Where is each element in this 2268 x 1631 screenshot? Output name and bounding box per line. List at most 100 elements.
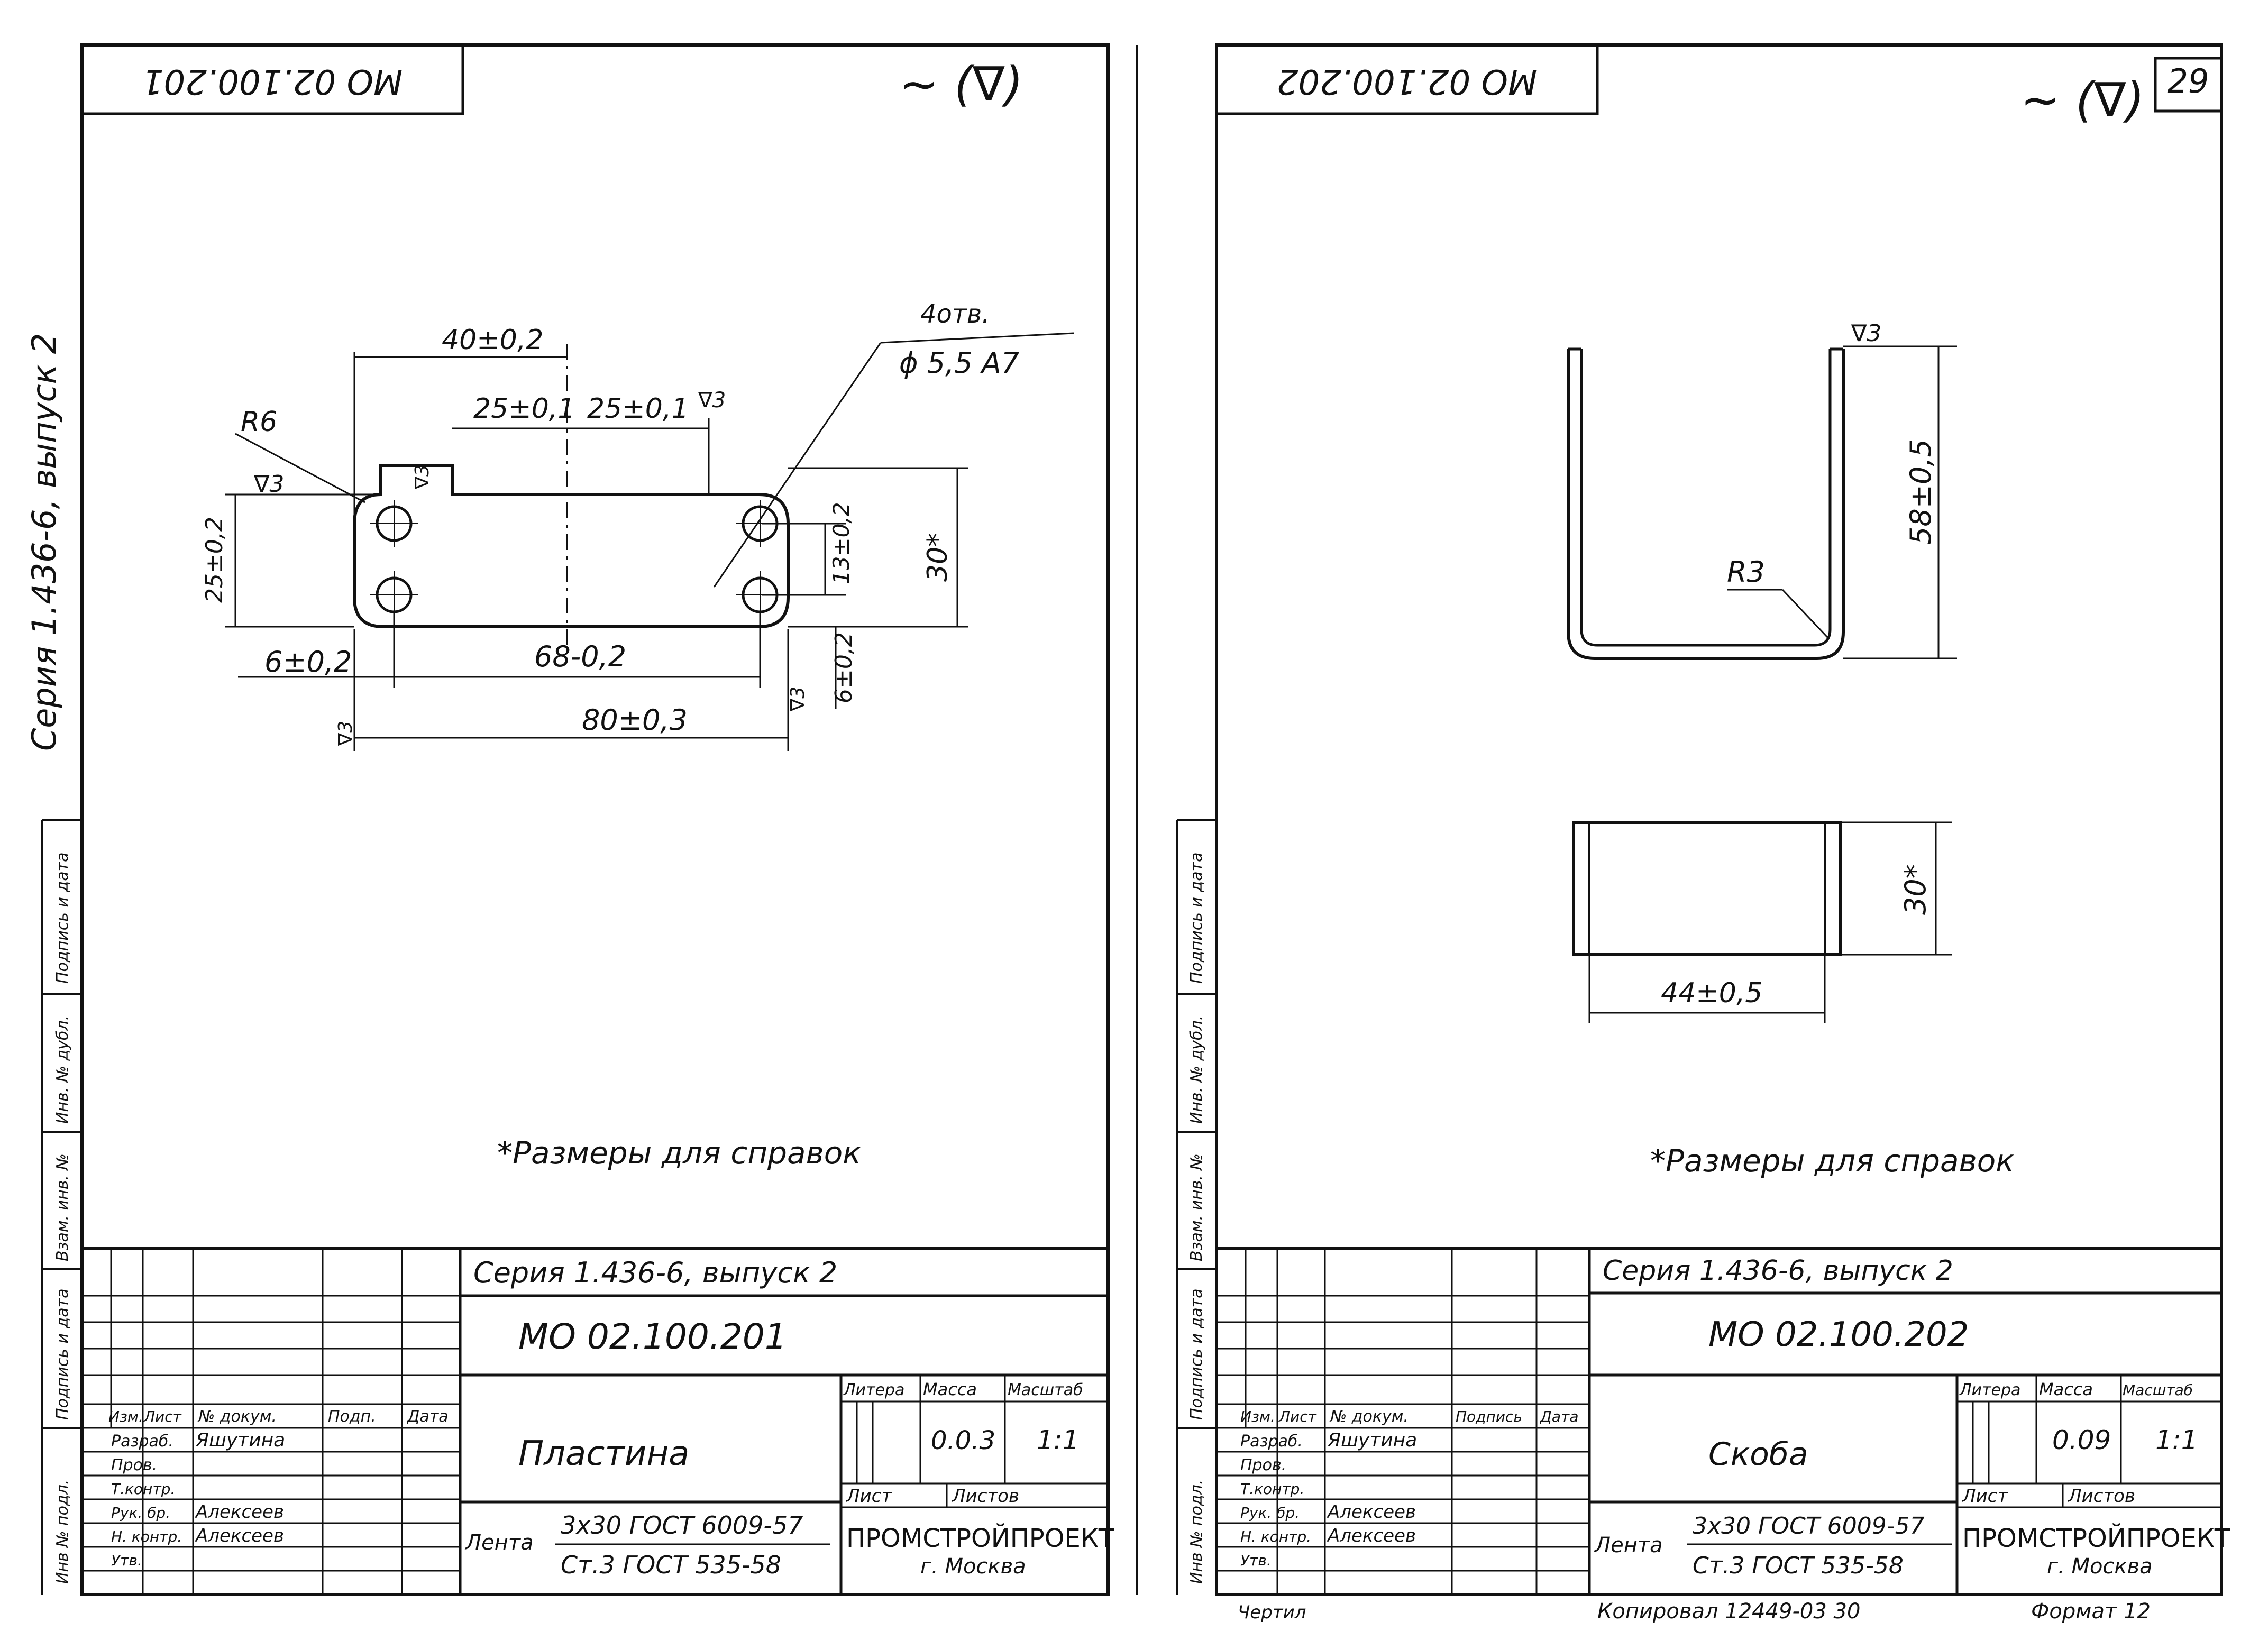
roughness-tri-bracket: ∇3	[1851, 320, 1881, 347]
bracket-side-view	[1572, 821, 1842, 956]
title-code: МО 02.100.202	[1708, 1315, 1969, 1354]
title-block-frame	[80, 1247, 1110, 1596]
title-series: Серия 1.436-6, выпуск 2	[473, 1256, 837, 1289]
dim-r6: R6	[241, 406, 277, 438]
sheet-number: 29	[2168, 62, 2209, 100]
margin-label-sign-date-top: Подпись и дата	[1187, 853, 1206, 984]
dim-6: 6±0,2	[264, 645, 352, 679]
title-series: Серия 1.436-6, выпуск 2	[1603, 1255, 1953, 1287]
role-norm-control: Н. контр.	[111, 1528, 182, 1545]
left-roughness-mark: ∼ (∇)	[899, 57, 1023, 112]
role-developer: Разраб.	[111, 1432, 173, 1451]
dim-40: 40±0,2	[442, 324, 543, 356]
dim-30: 30*	[922, 533, 954, 582]
bracket-drawing: 58±0,5 R3 30* 44±0,5 ∇3 *Размеры для спр…	[1567, 320, 2014, 1179]
margin-label-inv-orig: Инв № подл.	[53, 1480, 72, 1584]
dim-6-vertical: 6±0,2	[830, 632, 857, 703]
name-developer: Яшутина	[1327, 1430, 1417, 1451]
material-top: 3х30 ГОСТ 6009-57	[561, 1511, 803, 1540]
dim-25-vertical: 25±0,2	[201, 517, 228, 603]
bracket-outer	[1567, 349, 1845, 660]
organization: ПРОМСТРОЙПРОЕКТ	[846, 1523, 1114, 1553]
plate-outline	[353, 464, 790, 628]
left-corner-code-box	[80, 43, 464, 115]
margin-label-sign-date: Подпись и дата	[53, 1289, 72, 1421]
rev-header-change: Изм.	[1240, 1408, 1275, 1425]
mass-value: 0.0.3	[931, 1426, 995, 1455]
margin-label-dup-inv: Инв. № дубл.	[53, 1015, 72, 1124]
material-bottom: Ст.3 ГОСТ 535-58	[561, 1551, 781, 1579]
role-team-lead: Рук. бр.	[1240, 1504, 1300, 1522]
margin-label-dup-inv: Инв. № дубл.	[1187, 1015, 1206, 1124]
right-corner-code: МО 02.100.202	[1277, 61, 1537, 100]
plate-drawing: 40±0,2 25±0,1 25±0,1 R6 4отв. ϕ 5,5 A7 2…	[201, 299, 1074, 1171]
title-block-frame	[1215, 1247, 2223, 1596]
reference-dims-note: *Размеры для справок	[497, 1135, 861, 1171]
footer-format: Формат 12	[2031, 1599, 2151, 1624]
name-developer: Яшутина	[195, 1430, 285, 1451]
leader-line	[1781, 589, 1828, 638]
rev-header-sign: Подп.	[328, 1407, 376, 1426]
role-team-lead: Рук. бр.	[111, 1504, 170, 1522]
rev-header-date: Дата	[1539, 1408, 1579, 1425]
roughness-tri-5: ∇3	[787, 686, 809, 712]
rev-header-sheet: Лист	[143, 1408, 182, 1425]
margin-label-sign-date-top: Подпись и дата	[53, 853, 72, 984]
role-tech-control: Т.контр.	[1240, 1480, 1304, 1498]
margin-label-replace-inv: Взам. инв. №	[1187, 1153, 1206, 1261]
scale-value: 1:1	[2155, 1425, 2198, 1455]
left-sheet-frame	[80, 43, 1110, 1596]
dim-25-left: 25±0,1	[473, 393, 575, 425]
material-top: 3х30 ГОСТ 6009-57	[1693, 1513, 1925, 1540]
footer-drew: Чертил	[1238, 1602, 1306, 1623]
role-checker: Пров.	[1240, 1456, 1286, 1474]
footer-copied: Копировал 12449-03 30	[1597, 1599, 1860, 1624]
material-bottom: Ст.3 ГОСТ 535-58	[1693, 1552, 1904, 1579]
left-corner-code: МО 02.100.201	[142, 61, 403, 100]
sheet-number-box	[2154, 57, 2223, 113]
dim-r3: R3	[1727, 555, 1765, 589]
mass-value: 0.09	[2052, 1425, 2111, 1455]
holes-diameter: ϕ 5,5 A7	[899, 346, 1019, 380]
header-sheets: Листов	[951, 1486, 1019, 1507]
name-norm-control: Алексеев	[195, 1525, 284, 1546]
series-side-label: Серия 1.436-6, выпуск 2	[25, 333, 63, 751]
rev-header-sign: Подпись	[1456, 1408, 1522, 1425]
header-literal: Литера	[843, 1381, 904, 1399]
header-mass: Масса	[923, 1379, 977, 1399]
header-sheet: Лист	[1961, 1486, 2008, 1507]
dim-68: 68-0,2	[534, 640, 626, 673]
dim-13: 13±0,2	[828, 502, 854, 584]
margin-label-inv-orig: Инв № подл.	[1187, 1480, 1206, 1584]
scale-value: 1:1	[1037, 1425, 1079, 1455]
leader-line	[713, 342, 882, 588]
material-word: Лента	[464, 1531, 534, 1555]
name-norm-control: Алексеев	[1327, 1525, 1416, 1546]
rev-header-doc: № докум.	[197, 1407, 277, 1426]
roughness-tri-1: ∇3	[253, 471, 284, 498]
right-sheet-frame	[1215, 43, 2223, 1596]
holes-count: 4отв.	[920, 299, 990, 329]
bracket-inner	[1580, 349, 1832, 647]
header-literal: Литера	[1959, 1381, 2020, 1399]
dim-80: 80±0,3	[582, 703, 688, 737]
roughness-tri-4: ∇3	[335, 721, 356, 746]
right-roughness-mark: ∼ (∇)	[2020, 72, 2144, 128]
rev-header-doc: № докум.	[1329, 1407, 1409, 1426]
roughness-tri-3: ∇3	[411, 464, 433, 490]
organization-city: г. Москва	[2047, 1554, 2153, 1579]
rev-header-change: Изм.	[108, 1408, 143, 1425]
name-team-lead: Алексеев	[195, 1501, 284, 1523]
rev-header-date: Дата	[406, 1407, 449, 1426]
leader-line	[235, 433, 365, 503]
dim-25-right: 25±0,1	[587, 393, 689, 425]
right-corner-code-box	[1215, 43, 1599, 115]
margin-label-sign-date: Подпись и дата	[1187, 1289, 1206, 1421]
material-word: Лента	[1594, 1533, 1663, 1557]
role-approver: Утв.	[111, 1552, 142, 1569]
rev-header-sheet: Лист	[1278, 1408, 1317, 1425]
part-name: Пластина	[518, 1434, 689, 1473]
name-team-lead: Алексеев	[1327, 1501, 1416, 1523]
reference-dims-note: *Размеры для справок	[1650, 1143, 2014, 1179]
dim-58: 58±0,5	[1904, 439, 1937, 545]
